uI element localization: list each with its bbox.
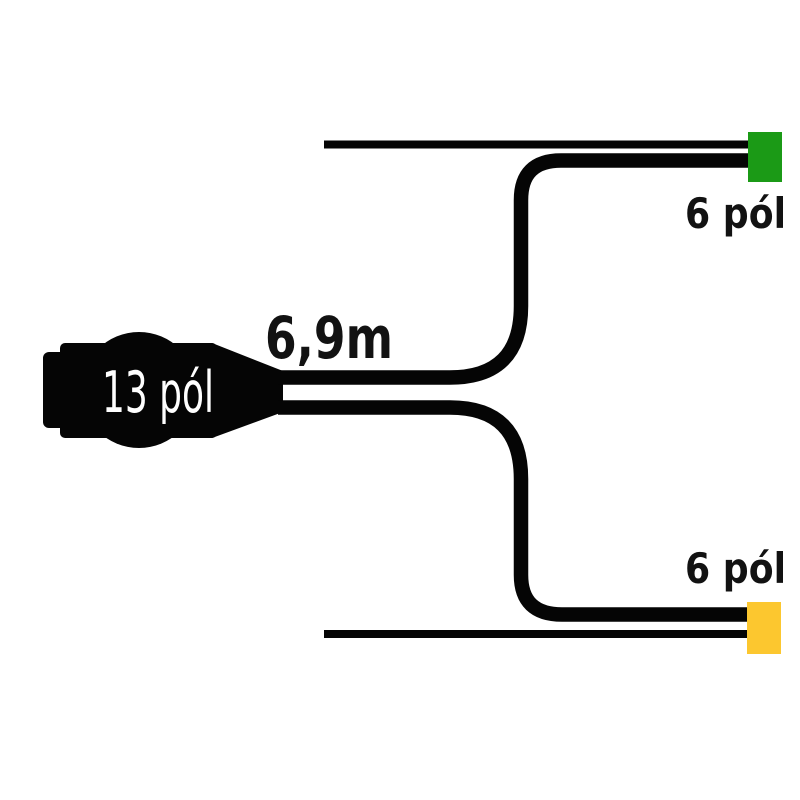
top-connector-6pol <box>748 132 782 182</box>
main-connector-13pol <box>43 332 283 448</box>
cable-branch-bottom <box>278 400 756 622</box>
main-connector-label: 13 pól <box>102 360 214 426</box>
main-connector-taper <box>212 343 283 438</box>
main-connector-body <box>60 343 217 438</box>
cable-length-label: 6,9m <box>265 304 393 372</box>
plug-label-group: 13 pól <box>102 360 214 426</box>
cable-branch-top <box>278 153 756 385</box>
top-connector-label: 6 pól <box>685 189 786 238</box>
black-labels-group: 6,9m 6 pól 6 pól <box>265 189 786 593</box>
bottom-connector-label: 6 pól <box>685 544 786 593</box>
bottom-connector-6pol <box>747 602 781 654</box>
cable-paths <box>278 140 756 638</box>
